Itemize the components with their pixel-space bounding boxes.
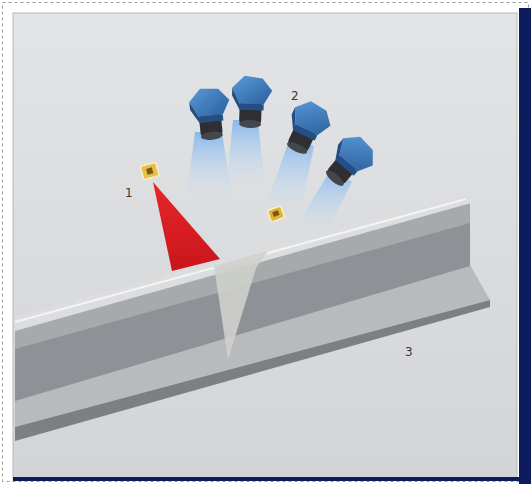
callout-number: 1 bbox=[125, 187, 133, 199]
callout-number: 3 bbox=[405, 346, 413, 358]
callout-number: 2 bbox=[291, 90, 299, 102]
